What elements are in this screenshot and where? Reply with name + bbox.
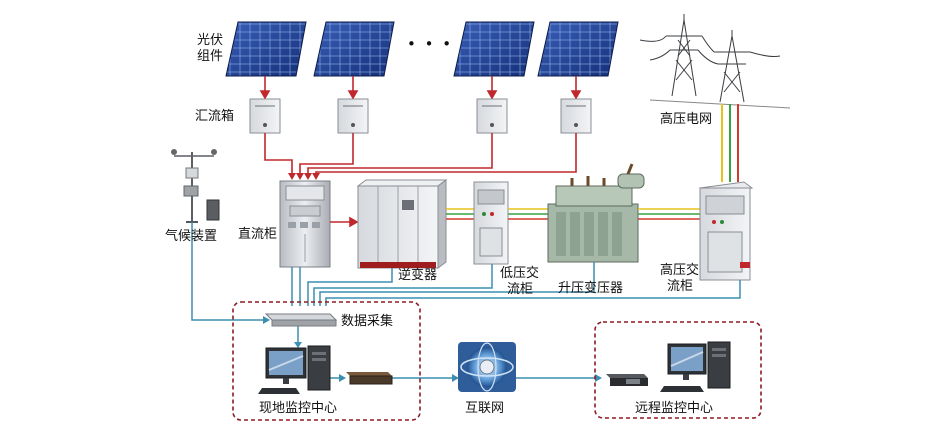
label-lv-ac-2: 流柜 <box>507 282 534 297</box>
combiner-box-2 <box>337 98 369 134</box>
data-arrowheads <box>263 316 602 382</box>
dc-wire-arrowheads <box>288 173 320 180</box>
network-switch <box>346 372 393 385</box>
combiner-box-3 <box>476 98 508 134</box>
label-internet: 互联网 <box>465 401 505 416</box>
dc-wires <box>264 133 577 176</box>
grid-towers <box>639 14 791 109</box>
grid-phase-lines <box>721 104 739 182</box>
label-pv-modules-1: 光伏 <box>197 33 224 48</box>
inverter-to-lv-lines <box>446 208 474 220</box>
label-combiner-box: 汇流箱 <box>195 109 235 124</box>
dc-cabinet <box>279 180 331 268</box>
local-monitor-frame <box>232 301 421 421</box>
local-computer <box>258 345 331 394</box>
solar-panel-3 <box>453 21 535 77</box>
weather-station <box>171 149 220 223</box>
inverter <box>356 179 448 269</box>
hv-ac-cabinet <box>698 181 754 281</box>
label-ellipsis: • • • <box>407 35 454 53</box>
label-transformer: 升压变压器 <box>558 281 624 296</box>
label-hv-ac-2: 流柜 <box>667 279 694 294</box>
combiner-box-4 <box>560 98 592 134</box>
combiner-box-1 <box>249 98 281 134</box>
lv-ac-cabinet <box>473 181 509 265</box>
label-dc-cabinet: 直流柜 <box>238 227 278 242</box>
dc-to-inverter <box>330 216 359 228</box>
data-lines <box>191 222 741 379</box>
internet-globe <box>458 342 516 392</box>
panel-to-combiner-arrows <box>259 76 582 100</box>
step-up-transformer <box>547 163 645 263</box>
label-remote-center: 远程监控中心 <box>635 401 714 416</box>
transformer-to-hv-lines <box>638 208 700 220</box>
solar-panel-1 <box>225 21 307 77</box>
solar-panel-2 <box>313 21 395 77</box>
remote-monitor-frame <box>594 321 762 419</box>
label-pv-modules-2: 组件 <box>197 49 224 64</box>
lv-to-transformer-lines <box>508 208 548 220</box>
label-hv-ac-1: 高压交 <box>660 263 700 278</box>
solar-panel-4 <box>537 21 619 77</box>
label-weather: 气候装置 <box>165 229 218 244</box>
label-data-acq: 数据采集 <box>341 314 394 329</box>
label-lv-ac-1: 低压交 <box>500 266 540 281</box>
label-inverter: 逆变器 <box>398 268 438 283</box>
remote-computer <box>660 341 731 392</box>
remote-network-device <box>606 374 648 386</box>
label-grid: 高压电网 <box>660 112 713 127</box>
data-acquisition-device <box>264 313 338 327</box>
label-local-center: 现地监控中心 <box>259 401 338 416</box>
